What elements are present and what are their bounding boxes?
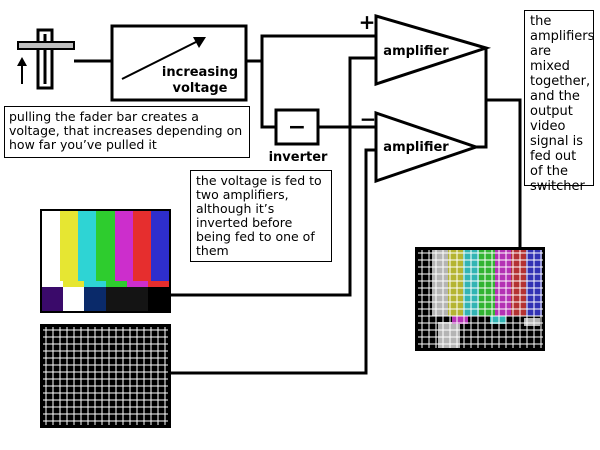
color-bar	[60, 211, 78, 281]
color-bar	[96, 211, 115, 281]
inverter-label: inverter	[269, 150, 328, 165]
amplifier-top: amplifier	[374, 14, 492, 87]
color-bar-strip	[127, 281, 148, 287]
wire-grid-to-bottom-amplifier	[170, 148, 376, 375]
color-bar-lower	[84, 287, 106, 311]
wire-voltage-to-top-amplifier	[246, 34, 376, 63]
color-bar-strip	[148, 281, 169, 287]
wire-bottom-amplifier-out	[476, 98, 522, 248]
color-bar	[133, 211, 151, 281]
ramp-arrow-icon	[121, 37, 206, 80]
color-bars-bottom	[42, 281, 169, 311]
color-bar-lower	[42, 287, 63, 311]
voltage-block: increasing voltage	[110, 24, 248, 102]
plus-sign: +	[359, 10, 376, 34]
up-arrow-icon	[17, 57, 27, 84]
color-bars-top	[42, 211, 169, 281]
color-bar-lower	[63, 287, 84, 311]
color-bar	[115, 211, 133, 281]
output-grid-lines	[418, 250, 543, 348]
fader-note: pulling the fader bar creates a voltage,…	[4, 106, 250, 158]
mix-note: the amplifiers are mixed together, and t…	[524, 10, 594, 194]
inverter-symbol: −	[288, 115, 306, 140]
output-magenta-block	[452, 316, 468, 324]
amplifier-bottom: amplifier	[374, 110, 481, 184]
amplifier-top-label: amplifier	[383, 44, 449, 59]
inverter-block: − inverter	[269, 108, 328, 165]
color-bar	[78, 211, 96, 281]
color-bar-strip	[106, 281, 127, 287]
color-bars-image	[40, 209, 171, 313]
signal-wires	[74, 34, 522, 375]
color-bar	[151, 211, 169, 281]
amplifier-note: the voltage is fed to two amplifiers, al…	[190, 170, 332, 262]
voltage-label-line1: increasing	[162, 65, 238, 80]
wire-voltage-to-inverter	[260, 61, 276, 129]
output-light-block	[524, 318, 540, 326]
color-bar-strip	[84, 281, 106, 287]
color-bar-strip	[42, 281, 63, 287]
amplifier-bottom-label: amplifier	[383, 140, 449, 155]
mixed-output-image	[415, 247, 545, 351]
output-cyan-block	[490, 316, 506, 324]
color-bar-lower	[148, 287, 169, 311]
voltage-label-line2: voltage	[173, 81, 228, 96]
minus-sign: −	[360, 107, 377, 131]
grid-lines	[43, 327, 168, 425]
color-bar	[42, 211, 60, 281]
color-bar-lower	[106, 287, 127, 311]
grid-image	[40, 324, 171, 428]
color-bar-lower	[127, 287, 148, 311]
color-bar-strip	[63, 281, 84, 287]
fader-bar-icon	[17, 28, 75, 90]
wire-colorbars-to-top-amplifier	[170, 56, 376, 297]
